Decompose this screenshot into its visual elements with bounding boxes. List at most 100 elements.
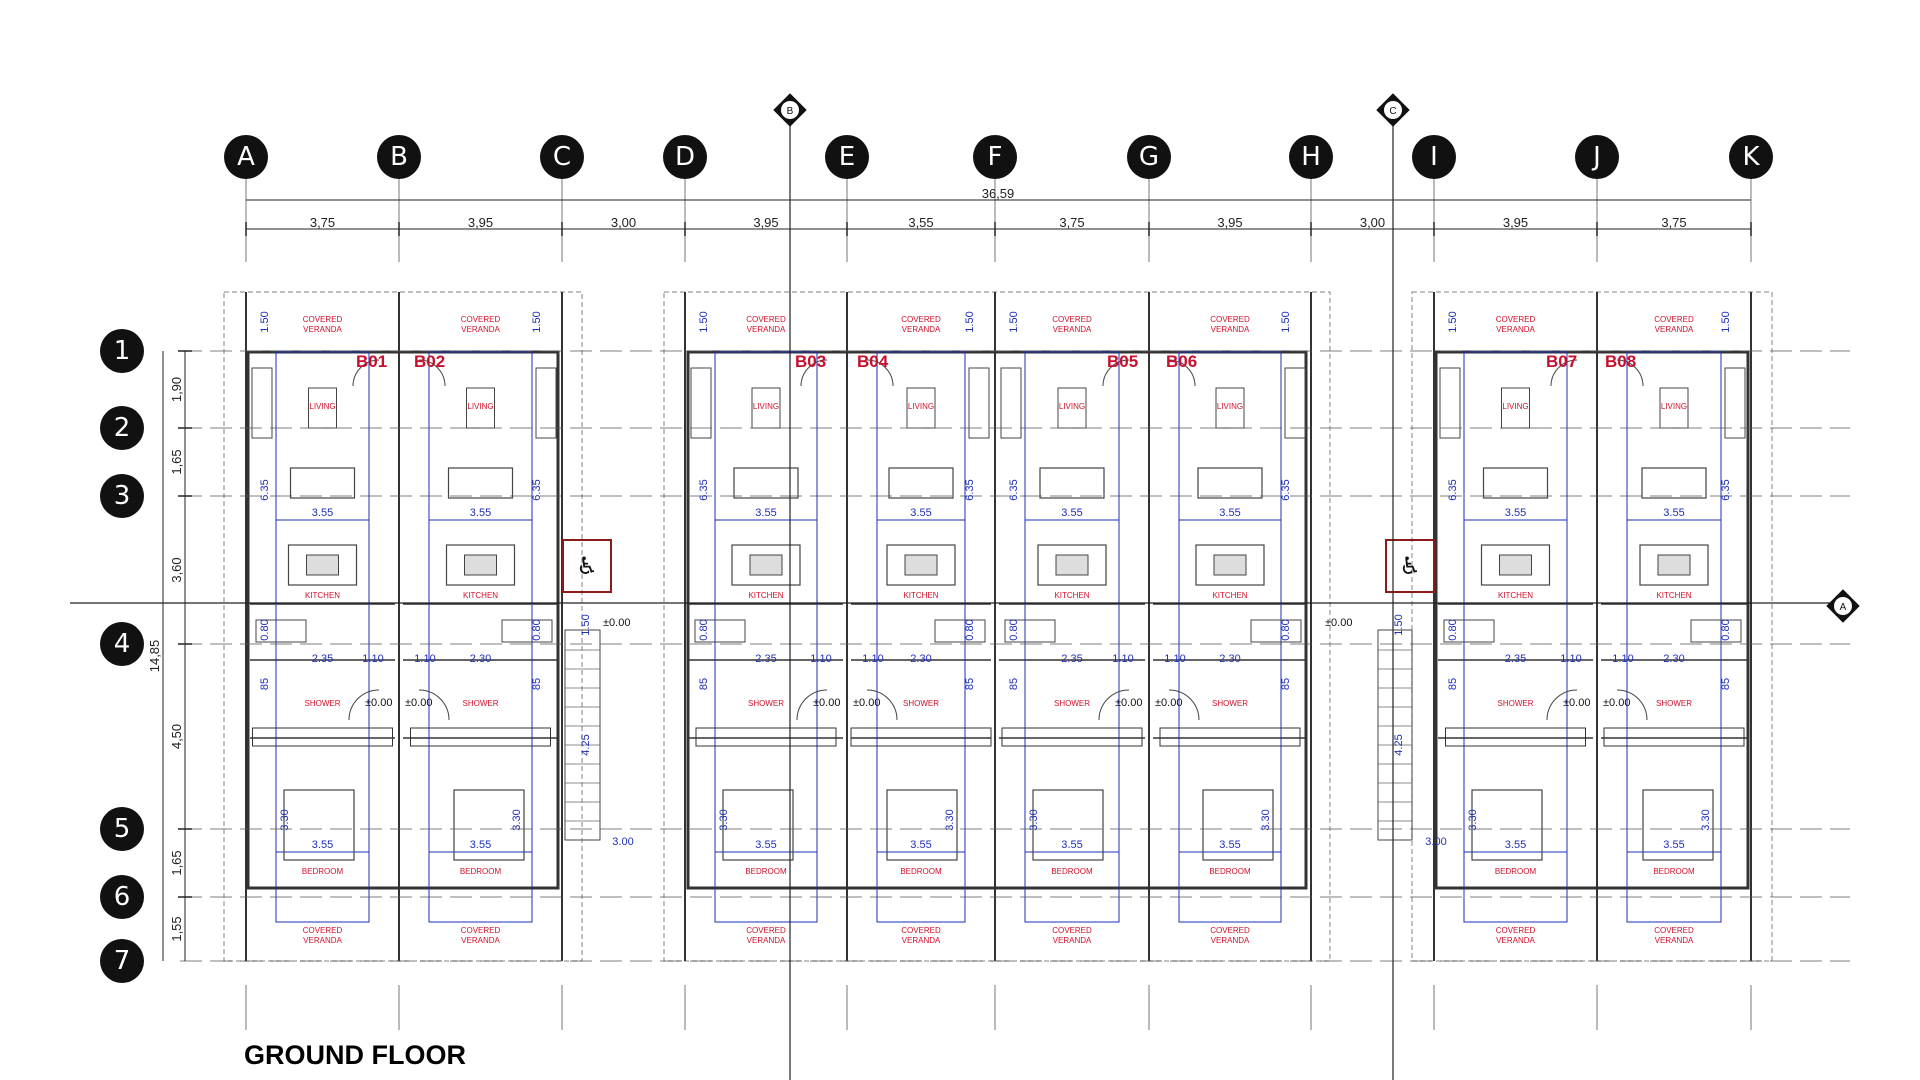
veranda-label: VERANDA xyxy=(747,936,786,945)
grid-bubble-col xyxy=(825,135,869,179)
wardrobe xyxy=(695,727,837,747)
sofa xyxy=(733,467,799,499)
grid-bubble-col xyxy=(1127,135,1171,179)
column-spacing-label: 3,00 xyxy=(611,215,636,230)
room-width-dim: 3.55 xyxy=(1219,839,1240,851)
stair-width-dim: 3.00 xyxy=(1425,836,1446,848)
small-dim: 85 xyxy=(1008,678,1020,690)
dining-table xyxy=(1037,544,1107,586)
veranda-label: VERANDA xyxy=(1496,325,1535,334)
block-outline xyxy=(1411,291,1773,962)
grid-bubble-row xyxy=(100,474,144,518)
hall-dim: 1.10 xyxy=(414,653,435,665)
door-swing xyxy=(418,689,450,721)
bed-depth-dim: 3.30 xyxy=(1467,809,1479,830)
cabinet xyxy=(690,367,712,439)
veranda-label: VERANDA xyxy=(461,325,500,334)
sofa xyxy=(1197,467,1263,499)
cabinet xyxy=(1000,367,1022,439)
coffee-table xyxy=(308,387,337,429)
wc-dim: 0.80 xyxy=(698,619,710,640)
row-spacing-label: 1,65 xyxy=(169,449,184,474)
grid-bubble-row-label: 7 xyxy=(114,946,131,976)
wc-dim: 0.80 xyxy=(1447,619,1459,640)
veranda-label: VERANDA xyxy=(1053,325,1092,334)
sofa xyxy=(1039,467,1105,499)
room-width-dim: 3.55 xyxy=(910,839,931,851)
section-marker-center xyxy=(1384,101,1402,119)
exterior-wall xyxy=(246,350,560,890)
bedroom-label: BEDROOM xyxy=(1051,867,1093,876)
room-width-dim: 3.55 xyxy=(1663,839,1684,851)
bed-depth-dim: 3.30 xyxy=(1260,809,1272,830)
room-width-dim: 3.55 xyxy=(1219,507,1240,519)
grid-bubble-col-label: E xyxy=(839,142,855,172)
grid-bubble-col-label: H xyxy=(1301,142,1321,172)
veranda-label: COVERED xyxy=(1052,315,1092,324)
unit-tag: B08 xyxy=(1605,352,1636,371)
door-swing xyxy=(1550,359,1578,387)
bed-depth-dim: 3.30 xyxy=(279,809,291,830)
sink xyxy=(1499,554,1532,576)
living-label: LIVING xyxy=(1217,402,1243,411)
bed xyxy=(453,789,525,861)
level-mark: ±0.00 xyxy=(1603,697,1630,709)
sink xyxy=(904,554,938,576)
room-width-dim: 3.55 xyxy=(1505,507,1526,519)
sink xyxy=(1213,554,1247,576)
door-swing xyxy=(352,359,380,387)
sink xyxy=(749,554,783,576)
dining-table xyxy=(287,544,358,586)
door-swing xyxy=(866,359,894,387)
grid-bubble-row-label: 1 xyxy=(114,336,131,366)
cabinet xyxy=(1284,367,1306,439)
veranda-label: VERANDA xyxy=(747,325,786,334)
veranda-label: VERANDA xyxy=(902,936,941,945)
bed-depth-dim: 3.30 xyxy=(1700,809,1712,830)
door-swing xyxy=(1168,359,1196,387)
section-marker-label: C xyxy=(1389,106,1396,117)
grid-bubble-col xyxy=(377,135,421,179)
kitchen-counter xyxy=(934,619,986,643)
bed xyxy=(1032,789,1104,861)
plan-structure: ♿♿ xyxy=(223,291,1773,962)
bed xyxy=(722,789,794,861)
unit-tag: B01 xyxy=(356,352,387,371)
dimension-frame xyxy=(1463,351,1568,923)
veranda-label: VERANDA xyxy=(303,325,342,334)
kitchen-counter xyxy=(694,619,746,643)
column-spacing-label: 3,00 xyxy=(1360,215,1385,230)
cabinet xyxy=(1439,367,1461,439)
cabinet xyxy=(968,367,990,439)
upper-depth-dim: 6.35 xyxy=(1720,479,1732,500)
wardrobe xyxy=(1159,727,1301,747)
shower-label: SHOWER xyxy=(305,699,341,708)
kitchen-label: KITCHEN xyxy=(903,591,938,600)
small-dim: 85 xyxy=(1720,678,1732,690)
veranda-depth-dim: 1.50 xyxy=(1447,311,1459,332)
small-dim: 85 xyxy=(698,678,710,690)
kitchen-label: KITCHEN xyxy=(463,591,498,600)
veranda-label: VERANDA xyxy=(1211,325,1250,334)
veranda-label: VERANDA xyxy=(461,936,500,945)
bed-depth-dim: 3.30 xyxy=(511,809,523,830)
bedroom-label: BEDROOM xyxy=(1653,867,1695,876)
unit-tag: B05 xyxy=(1107,352,1138,371)
level-mark: ±0.00 xyxy=(1563,697,1590,709)
kitchen-label: KITCHEN xyxy=(1498,591,1533,600)
bed xyxy=(1202,789,1274,861)
room-width-dim: 3.55 xyxy=(312,507,333,519)
stair-depth-dim: 4.25 xyxy=(580,734,592,755)
grid-bubble-col-label: I xyxy=(1430,142,1438,172)
grid-bubble-col-label: B xyxy=(390,142,408,172)
exterior-wall xyxy=(686,350,1308,890)
room-width-dim: 3.55 xyxy=(1663,507,1684,519)
row-spacing-label: 1,55 xyxy=(169,916,184,941)
door-swing xyxy=(1098,689,1130,721)
hall-dim: 1.10 xyxy=(1560,653,1581,665)
accessible-icon: ♿ xyxy=(1399,552,1421,580)
door-swing xyxy=(348,689,380,721)
bath-dim: 2.35 xyxy=(755,653,776,665)
